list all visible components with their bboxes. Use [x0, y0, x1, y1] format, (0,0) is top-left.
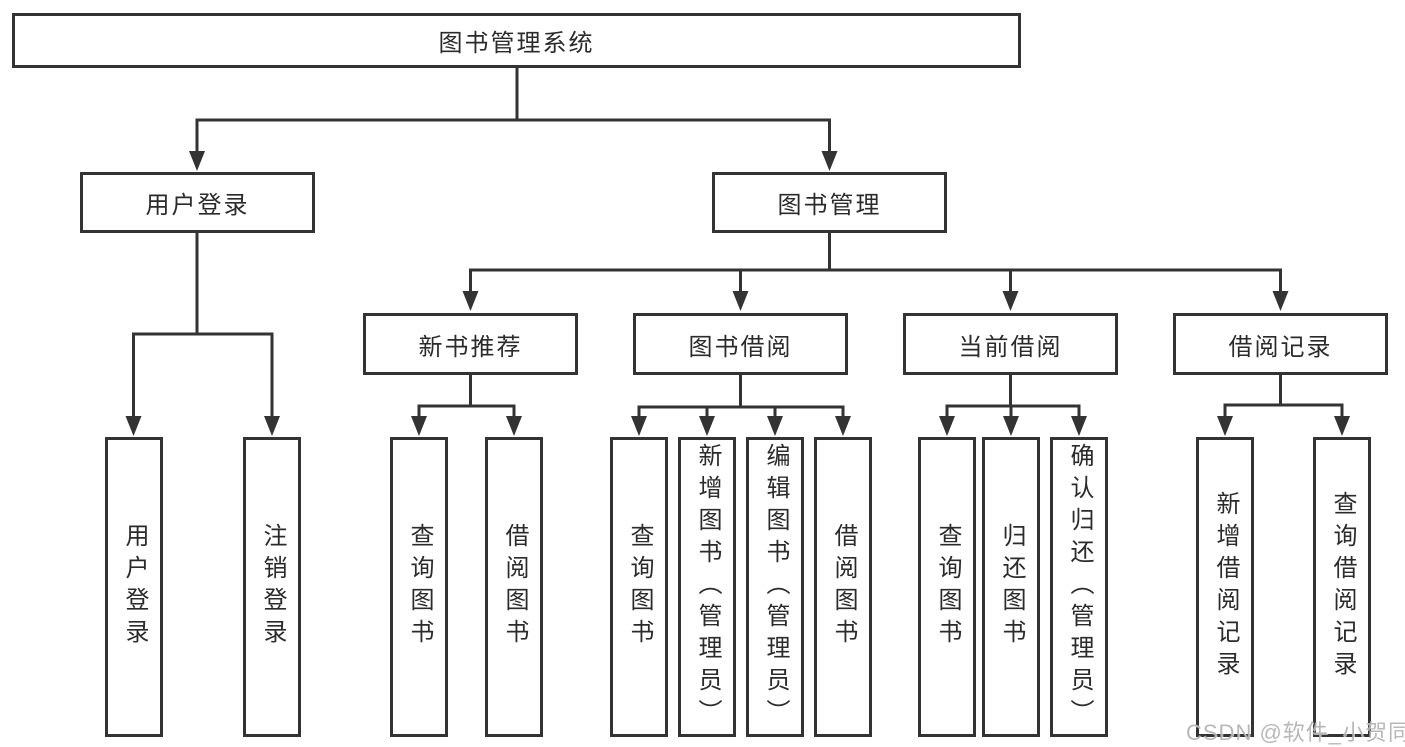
connector-new-book-recommend-children: [411, 373, 522, 436]
arrowhead-cb-confirm-return: [1071, 416, 1087, 436]
arrowhead-logout-action: [264, 416, 280, 436]
arrowhead-br-add-record: [1217, 416, 1233, 436]
connector-book-borrow-children: [631, 373, 851, 436]
node-br-add-record-label: 新增借阅记录: [1212, 491, 1239, 683]
arrowhead-cb-return-book: [1003, 416, 1019, 436]
node-nb-query-book: 查询图书: [390, 437, 448, 737]
arrowhead-bb-borrow-book: [835, 416, 851, 436]
node-book-borrow: 图书借阅: [633, 313, 848, 375]
node-user-login-label: 用户登录: [145, 192, 250, 219]
arrowhead-current-borrow: [1002, 291, 1019, 311]
node-book-management-label: 图书管理: [777, 192, 882, 219]
node-cb-query-book-label: 查询图书: [934, 523, 961, 651]
node-book-management: 图书管理: [712, 172, 947, 233]
arrowhead-user-login: [189, 151, 205, 171]
csdn-watermark: CSDN @软件_小贺同学: [1186, 720, 1405, 745]
node-br-query-record: 查询借阅记录: [1313, 437, 1371, 737]
node-logout-action-label: 注销登录: [259, 523, 286, 651]
node-borrow-record-label: 借阅记录: [1228, 333, 1333, 361]
arrowhead-bb-query-book: [631, 416, 647, 436]
node-br-query-record-label: 查询借阅记录: [1329, 491, 1356, 683]
connector-book-management-children: [462, 231, 1289, 311]
node-nb-query-book-label: 查询图书: [406, 523, 433, 651]
node-bb-borrow-book-label: 借阅图书: [830, 523, 857, 651]
connector-borrow-record-children: [1217, 373, 1350, 436]
node-system-root-label: 图书管理系统: [438, 30, 595, 57]
arrowhead-nb-query-book: [411, 416, 427, 436]
connector-user-login-children: [125, 231, 280, 436]
node-bb-add-book-admin: 新增图书（管理员）: [678, 437, 736, 737]
node-system-root: 图书管理系统: [12, 13, 1021, 68]
arrowhead-borrow-record: [1272, 291, 1289, 311]
node-cb-query-book: 查询图书: [918, 437, 976, 737]
node-new-book-recommend: 新书推荐: [363, 313, 578, 375]
node-new-book-recommend-label: 新书推荐: [418, 333, 523, 361]
node-bb-query-book: 查询图书: [610, 437, 668, 737]
arrowhead-book-borrow: [732, 291, 749, 311]
arrowhead-login-action: [125, 416, 142, 436]
node-cb-confirm-return-admin-label: 确认归还（管理员）: [1066, 443, 1093, 731]
arrowhead-nb-borrow-book: [506, 416, 522, 436]
arrowhead-new-book-recommend: [462, 291, 479, 311]
node-borrow-record: 借阅记录: [1173, 313, 1388, 375]
arrowhead-bb-edit-book: [767, 416, 783, 436]
arrowhead-cb-query-book: [939, 416, 955, 436]
node-login-action: 用户登录: [105, 437, 163, 737]
node-book-borrow-label: 图书借阅: [688, 333, 793, 361]
connector-current-borrow-children: [939, 373, 1087, 436]
arrowhead-bb-add-book: [699, 416, 715, 436]
arrowhead-br-query-record: [1334, 416, 1350, 436]
node-nb-borrow-book-label: 借阅图书: [501, 523, 528, 651]
node-bb-query-book-label: 查询图书: [626, 523, 653, 651]
connector-root-to-level2: [189, 66, 838, 171]
arrowhead-book-management: [821, 151, 838, 171]
node-current-borrow: 当前借阅: [903, 313, 1118, 375]
node-logout-action: 注销登录: [243, 437, 301, 737]
node-login-action-label: 用户登录: [121, 523, 148, 651]
node-cb-confirm-return-admin: 确认归还（管理员）: [1050, 437, 1108, 737]
node-user-login: 用户登录: [80, 172, 315, 233]
node-bb-add-book-admin-label: 新增图书（管理员）: [694, 443, 721, 731]
node-current-borrow-label: 当前借阅: [958, 333, 1063, 361]
node-nb-borrow-book: 借阅图书: [485, 437, 543, 737]
node-bb-borrow-book: 借阅图书: [814, 437, 872, 737]
node-bb-edit-book-admin-label: 编辑图书（管理员）: [762, 443, 789, 731]
node-cb-return-book-label: 归还图书: [998, 523, 1025, 651]
node-bb-edit-book-admin: 编辑图书（管理员）: [746, 437, 804, 737]
node-cb-return-book: 归还图书: [982, 437, 1040, 737]
node-br-add-record: 新增借阅记录: [1196, 437, 1254, 737]
